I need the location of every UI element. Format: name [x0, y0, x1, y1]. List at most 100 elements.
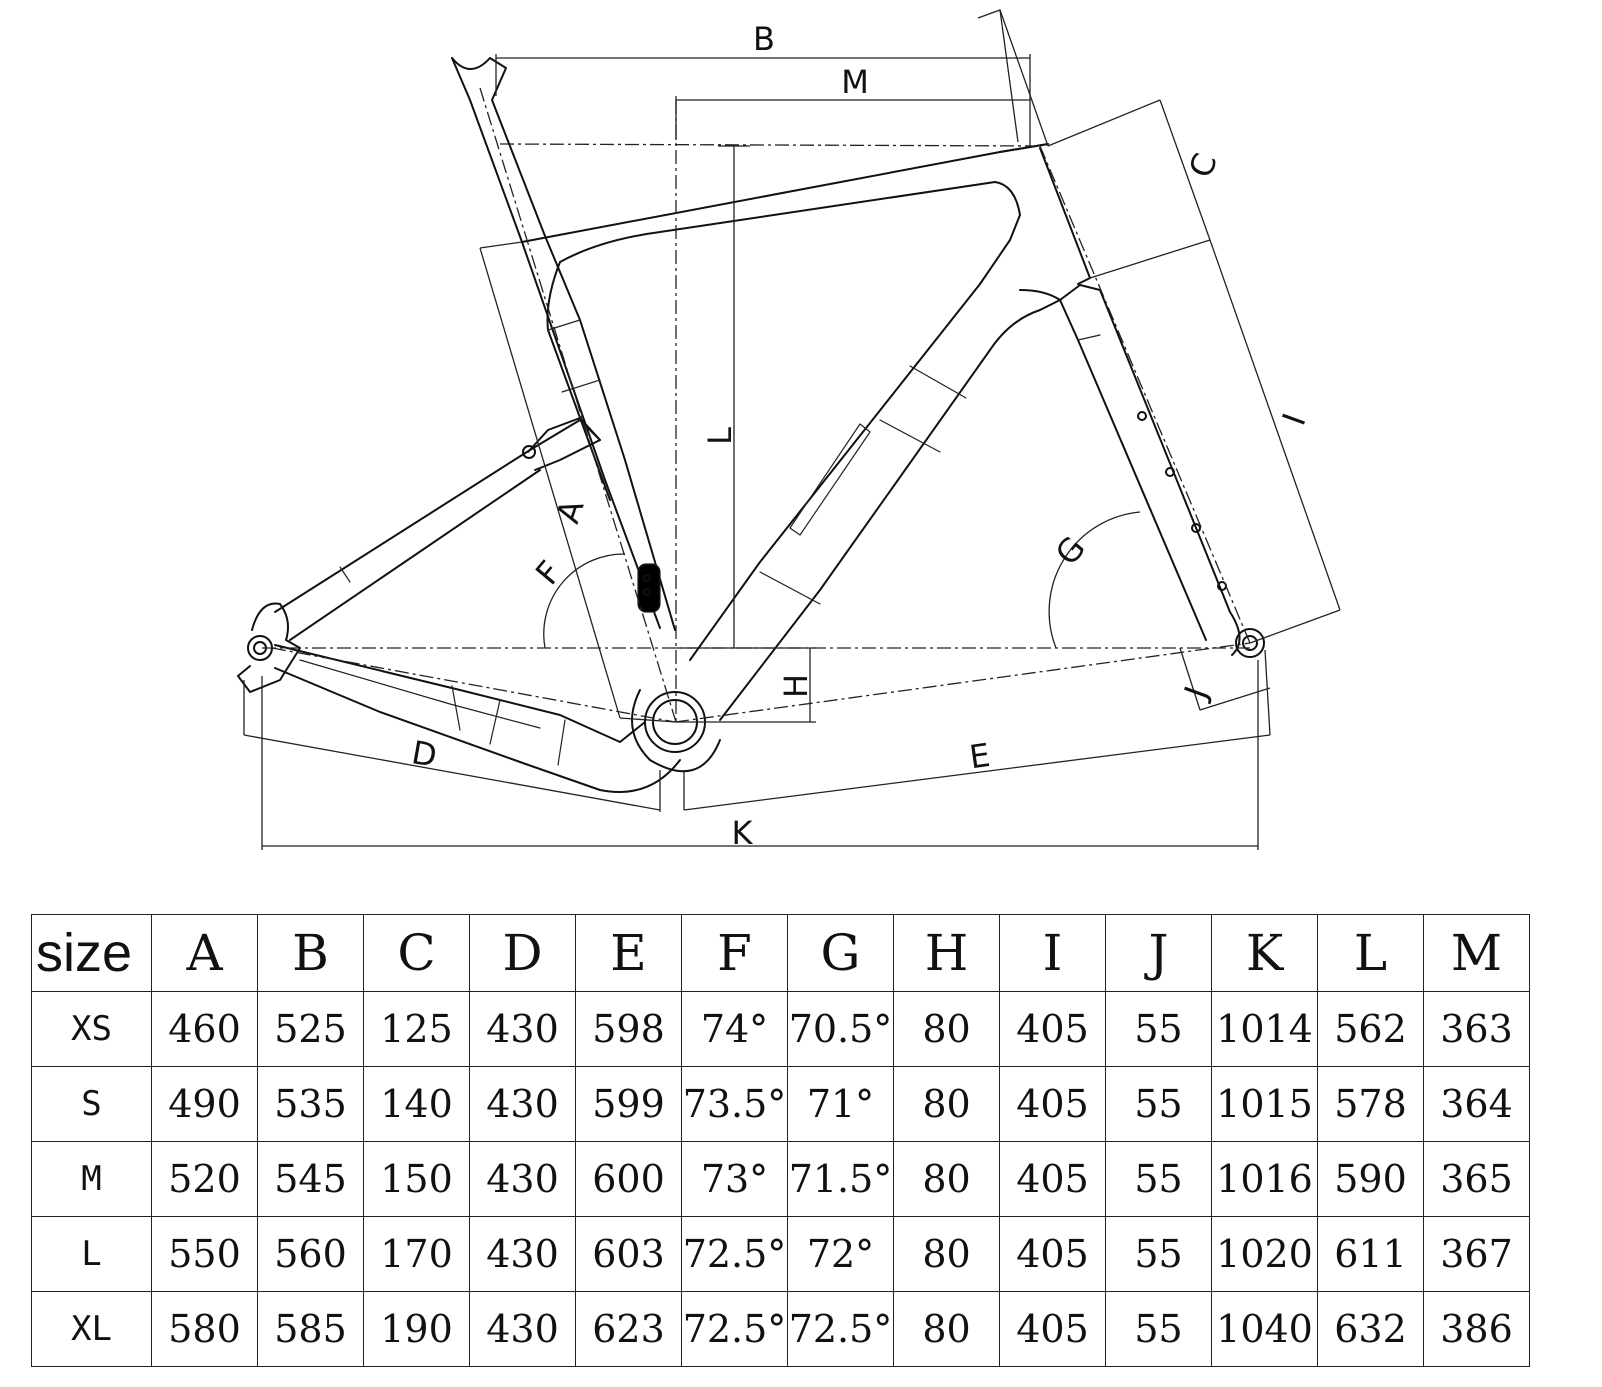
label-D: D: [409, 733, 440, 775]
value-cell: 55: [1105, 1291, 1212, 1367]
value-cell: 611: [1317, 1216, 1424, 1292]
label-B: B: [753, 20, 775, 58]
header-m: M: [1423, 914, 1530, 992]
value-cell: 603: [575, 1216, 682, 1292]
value-cell: 80: [893, 1216, 1000, 1292]
value-cell: 364: [1423, 1066, 1530, 1142]
value-cell: 562: [1317, 991, 1424, 1067]
value-cell: 560: [257, 1216, 364, 1292]
frame-geometry-diagram: B M C I L A F G H J D E K: [237, 9, 1341, 852]
label-F: F: [528, 553, 569, 592]
value-cell: 367: [1423, 1216, 1530, 1292]
value-cell: 430: [469, 1291, 576, 1367]
bike-frame-drawing: [237, 57, 1265, 793]
value-cell: 405: [999, 1066, 1106, 1142]
value-cell: 430: [469, 991, 576, 1067]
value-cell: 525: [257, 991, 364, 1067]
value-cell: 585: [257, 1291, 364, 1367]
value-cell: 55: [1105, 1141, 1212, 1217]
size-cell: XL: [31, 1291, 152, 1367]
value-cell: 1015: [1211, 1066, 1318, 1142]
label-L: L: [701, 427, 739, 445]
value-cell: 535: [257, 1066, 364, 1142]
header-h: H: [893, 914, 1000, 992]
value-cell: 405: [999, 991, 1106, 1067]
value-cell: 520: [151, 1141, 258, 1217]
value-cell: 72.5°: [787, 1291, 894, 1367]
value-cell: 150: [363, 1141, 470, 1217]
value-cell: 71.5°: [787, 1141, 894, 1217]
header-c: C: [363, 914, 470, 992]
label-H: H: [777, 674, 815, 698]
value-cell: 73.5°: [681, 1066, 788, 1142]
value-cell: 1014: [1211, 991, 1318, 1067]
value-cell: 590: [1317, 1141, 1424, 1217]
value-cell: 1016: [1211, 1141, 1318, 1217]
value-cell: 80: [893, 991, 1000, 1067]
label-E: E: [967, 736, 992, 776]
value-cell: 72.5°: [681, 1216, 788, 1292]
header-g: G: [787, 914, 894, 992]
value-cell: 580: [151, 1291, 258, 1367]
construction-lines: [262, 87, 1251, 723]
label-J: J: [1176, 681, 1216, 705]
value-cell: 55: [1105, 1066, 1212, 1142]
value-cell: 1040: [1211, 1291, 1318, 1367]
value-cell: 598: [575, 991, 682, 1067]
header-i: I: [999, 914, 1106, 992]
header-b: B: [257, 914, 364, 992]
header-f: F: [681, 914, 788, 992]
size-cell: XS: [31, 991, 152, 1067]
value-cell: 430: [469, 1066, 576, 1142]
size-cell: S: [31, 1066, 152, 1142]
value-cell: 405: [999, 1141, 1106, 1217]
label-G: G: [1048, 529, 1093, 572]
header-a: A: [151, 914, 258, 992]
header-e: E: [575, 914, 682, 992]
value-cell: 80: [893, 1291, 1000, 1367]
value-cell: 74°: [681, 991, 788, 1067]
value-cell: 405: [999, 1291, 1106, 1367]
value-cell: 623: [575, 1291, 682, 1367]
size-cell: M: [31, 1141, 152, 1217]
size-cell: L: [31, 1216, 152, 1292]
value-cell: 140: [363, 1066, 470, 1142]
value-cell: 55: [1105, 1216, 1212, 1292]
value-cell: 71°: [787, 1066, 894, 1142]
value-cell: 386: [1423, 1291, 1530, 1367]
value-cell: 80: [893, 1066, 1000, 1142]
value-cell: 460: [151, 991, 258, 1067]
label-K: K: [732, 814, 754, 852]
value-cell: 550: [151, 1216, 258, 1292]
value-cell: 430: [469, 1216, 576, 1292]
value-cell: 578: [1317, 1066, 1424, 1142]
header-d: D: [469, 914, 576, 992]
value-cell: 170: [363, 1216, 470, 1292]
value-cell: 545: [257, 1141, 364, 1217]
value-cell: 70.5°: [787, 991, 894, 1067]
label-M: M: [841, 63, 869, 101]
value-cell: 600: [575, 1141, 682, 1217]
value-cell: 405: [999, 1216, 1106, 1292]
value-cell: 1020: [1211, 1216, 1318, 1292]
header-k: K: [1211, 914, 1318, 992]
value-cell: 490: [151, 1066, 258, 1142]
value-cell: 125: [363, 991, 470, 1067]
header-j: J: [1105, 914, 1212, 992]
value-cell: 72.5°: [681, 1291, 788, 1367]
value-cell: 363: [1423, 991, 1530, 1067]
value-cell: 430: [469, 1141, 576, 1217]
header-size: size: [31, 914, 152, 992]
value-cell: 72°: [787, 1216, 894, 1292]
label-A: A: [549, 495, 592, 528]
value-cell: 190: [363, 1291, 470, 1367]
dimension-lines: [243, 9, 1341, 850]
